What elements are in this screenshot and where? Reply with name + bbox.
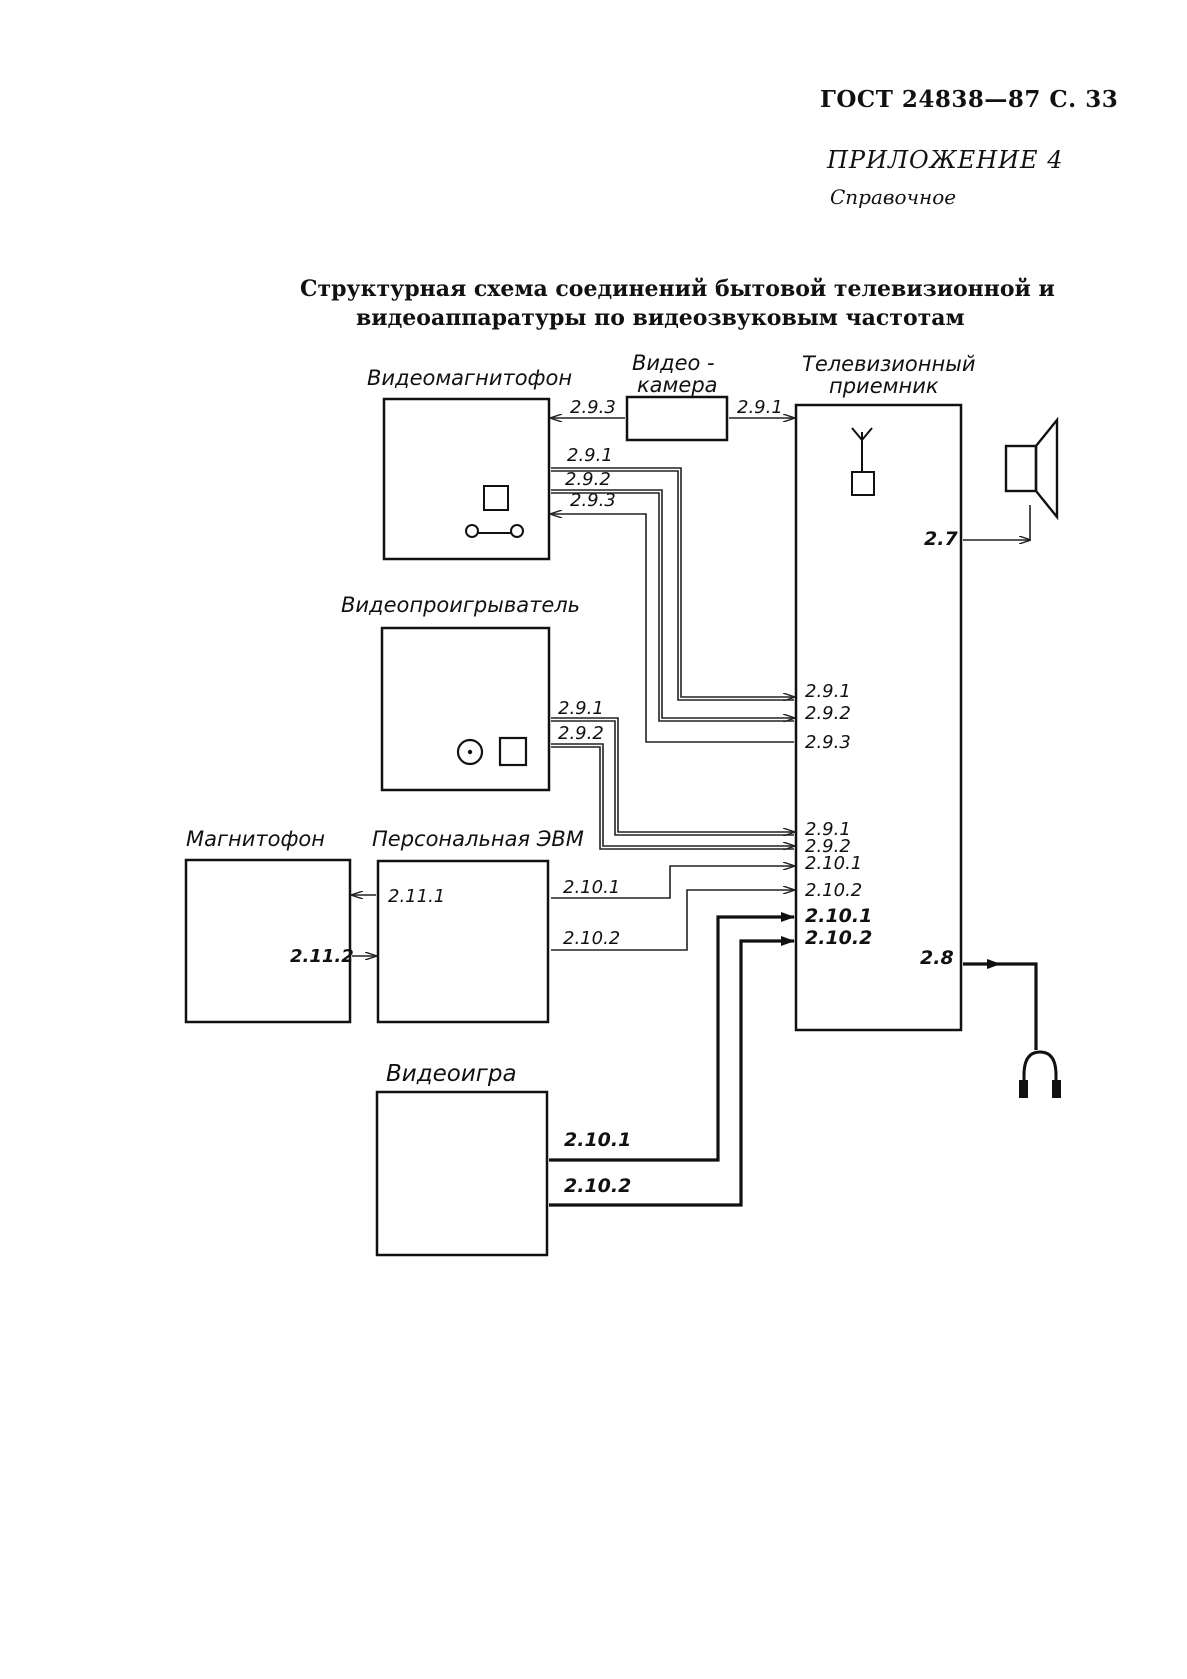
recorder-label: Магнитофон (186, 827, 325, 851)
diagram-title-line-2: видеоаппаратуры по видеозвуковым частота… (356, 305, 965, 331)
pin-player-1: 2.9.1 (558, 698, 604, 719)
pin-camera-tv: 2.9.1 (737, 397, 783, 418)
connection-player-tv-1-b (551, 720, 794, 836)
pin-tv-a2: 2.9.2 (805, 703, 851, 724)
game-box (375, 1090, 549, 1257)
disc-icon (456, 736, 528, 767)
pin-tv-d1: 2.10.1 (805, 905, 872, 927)
pc-box (376, 859, 550, 1024)
headphones-icon (1019, 1050, 1061, 1098)
pin-game-1: 2.10.1 (564, 1129, 631, 1151)
cassette-icon (465, 485, 524, 538)
connection-vcr-tv-1 (551, 467, 794, 697)
connection-pc-tv-1 (551, 866, 794, 899)
connection-game-tv-2 (549, 936, 795, 1207)
reference-label: Справочное (830, 185, 957, 209)
connection-vcr-tv-2 (551, 489, 794, 718)
pin-tv-a3: 2.9.3 (805, 732, 851, 753)
appendix-label: ПРИЛОЖЕНИЕ 4 (827, 146, 1064, 174)
camera-label-2: камера (637, 373, 718, 397)
recorder-box (184, 858, 352, 1024)
connection-vcr-tv-2-b (551, 492, 794, 722)
pin-tv-2-7: 2.7 (924, 528, 958, 550)
pin-vcr-3: 2.9.3 (570, 490, 616, 511)
connection-headphones-drop (1000, 962, 1038, 1050)
player-box (380, 626, 551, 792)
connection-player-tv-2 (551, 743, 794, 846)
connection-tv-vcr-3 (551, 514, 794, 743)
connection-player-tv-1 (551, 717, 794, 832)
pin-tv-c1: 2.10.1 (805, 853, 862, 874)
pin-tv-b1: 2.9.1 (805, 819, 851, 840)
tv-box (794, 403, 963, 1032)
document-code: ГОСТ 24838—87 С. 33 (820, 86, 1119, 113)
tv-label-1: Телевизионный (802, 352, 975, 376)
pin-tv-b2: 2.9.2 (805, 836, 851, 857)
pin-vcr-camera: 2.9.3 (570, 397, 616, 418)
antenna-icon (851, 427, 875, 496)
vcr-box (382, 397, 551, 561)
pin-tv-d2: 2.10.2 (805, 927, 872, 949)
camera-box (625, 395, 729, 442)
pin-game-2: 2.10.2 (564, 1175, 631, 1197)
camera-label-1: Видео - (632, 351, 715, 375)
connection-game-tv-1 (549, 912, 795, 1162)
pin-vcr-1: 2.9.1 (567, 445, 613, 466)
pin-player-2: 2.9.2 (558, 723, 604, 744)
tv-label-2: приемник (829, 374, 939, 398)
pc-label: Персональная ЭВМ (372, 827, 584, 851)
vcr-label: Видеомагнитофон (367, 366, 572, 390)
speaker-icon (1004, 416, 1059, 521)
game-label: Видеоигра (386, 1061, 517, 1087)
pin-recorder-pc: 2.11.2 (290, 946, 354, 967)
pin-tv-2-8: 2.8 (920, 947, 954, 969)
pin-pc-out-2: 2.10.2 (563, 928, 620, 949)
connection-player-tv-2-b (551, 746, 794, 850)
diagram-title-line-1: Структурная схема соединений бытовой тел… (300, 276, 1055, 302)
connection-pc-tv-2 (551, 890, 794, 951)
player-label: Видеопроигрыватель (341, 593, 580, 617)
pin-tv-c2: 2.10.2 (805, 880, 862, 901)
pin-pc-out-1: 2.10.1 (563, 877, 620, 898)
connection-vcr-tv-1-b (551, 470, 794, 701)
pin-tv-a1: 2.9.1 (805, 681, 851, 702)
pin-vcr-2: 2.9.2 (565, 469, 611, 490)
pin-pc-recorder: 2.11.1 (388, 886, 445, 907)
